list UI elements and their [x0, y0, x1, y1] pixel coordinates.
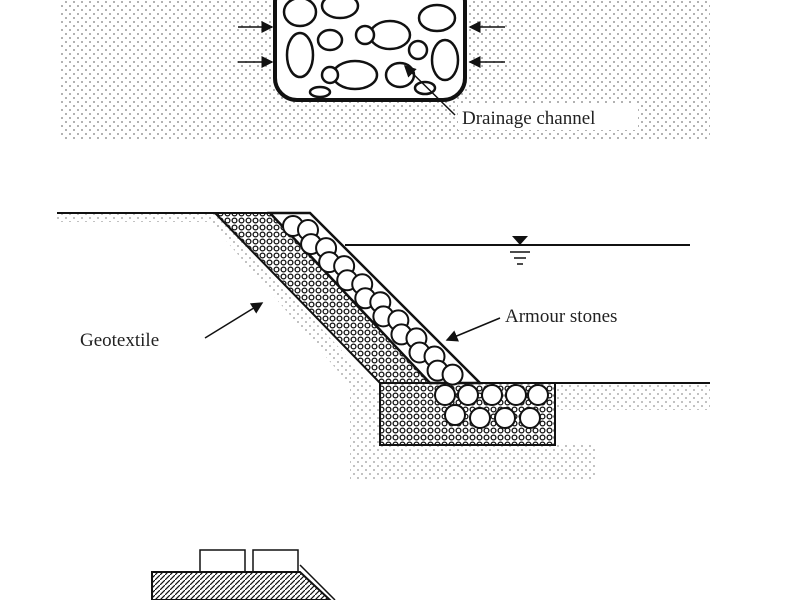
armour-stone: [527, 384, 549, 406]
armour-stone: [519, 407, 541, 429]
armour-stone: [494, 407, 516, 429]
armour-stones-label: Armour stones: [505, 306, 617, 327]
drainage-section: Drainage channel: [60, 0, 710, 140]
bottom-section: [151, 549, 336, 600]
revetment-section: Armour stones Geotextile: [57, 211, 710, 480]
armour-stone: [481, 384, 503, 406]
armour-stone: [434, 384, 456, 406]
gabion-stones: [282, 0, 460, 99]
geotextile-label: Geotextile: [80, 330, 159, 351]
drainage-leader-line: [403, 64, 456, 116]
armour-stones: [282, 215, 549, 429]
armour-stone: [441, 363, 464, 386]
drainage-channel-label: Drainage channel: [462, 108, 595, 129]
armour-leader-line: [445, 317, 501, 342]
bottom-ground: [151, 571, 332, 600]
inflow-arrows: [238, 21, 505, 68]
water-level-icon: [510, 236, 530, 265]
armour-stone: [469, 407, 491, 429]
armour-stone: [505, 384, 527, 406]
armour-stone: [457, 384, 479, 406]
geotextile-leader-line: [204, 302, 264, 339]
subsoil-fill: [57, 213, 595, 480]
armour-stone: [444, 404, 466, 426]
